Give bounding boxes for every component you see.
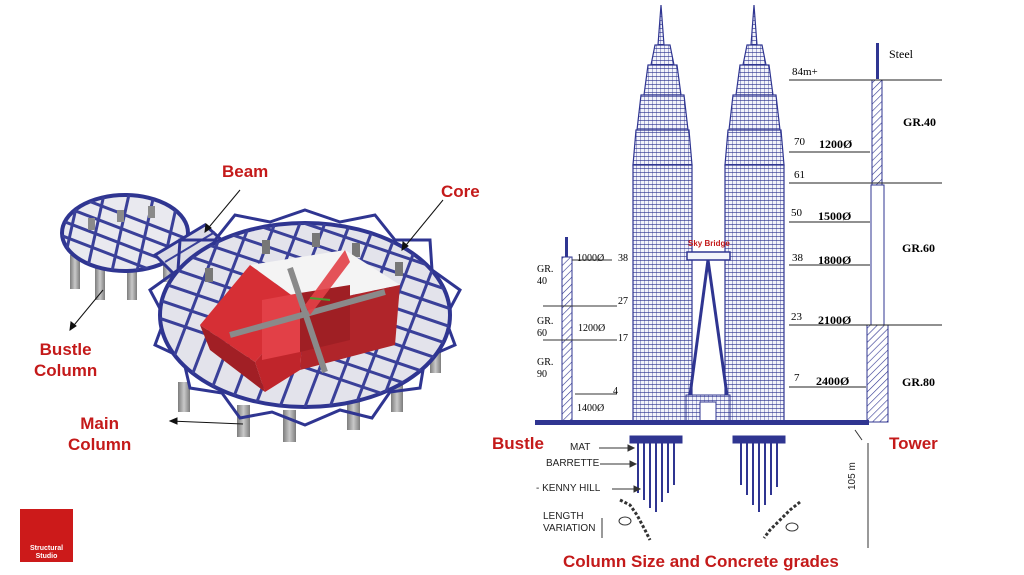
tower-level-38: 38 xyxy=(792,252,803,264)
kenny-hill-label: - KENNY HILL xyxy=(536,483,601,494)
core-label: Core xyxy=(441,182,480,201)
main-columns xyxy=(178,345,441,442)
bustle-level-4: 4 xyxy=(613,386,618,397)
bustle-grade-40-line1: GR. xyxy=(537,264,554,275)
ground-line xyxy=(535,420,869,425)
beam-label: Beam xyxy=(222,162,269,181)
main-column-label-line1: Main xyxy=(80,414,119,433)
tower-level-7: 7 xyxy=(794,372,800,384)
tower-left xyxy=(632,4,693,423)
bustle-grade-60-line1: GR. xyxy=(537,316,554,327)
leader-lines xyxy=(69,189,444,425)
bustle-grade-40: GR. 40 xyxy=(537,264,553,288)
bustle-level-17: 17 xyxy=(618,333,628,344)
top-level-label: 84m+ xyxy=(792,66,818,78)
logo-line2: Studio xyxy=(35,553,58,560)
length-label: LENGTH xyxy=(543,511,584,522)
tower-side-label: Tower xyxy=(889,434,938,453)
bustle-size-1400: 1400Ø xyxy=(577,403,605,414)
bustle-column-label-line1: Bustle xyxy=(39,340,92,359)
tower-size-70: 1200Ø xyxy=(819,137,853,151)
length-variation-label: LENGTH VARIATION xyxy=(543,511,595,535)
bustle-side-label: Bustle xyxy=(492,434,544,453)
logo-line1: Structural xyxy=(29,545,64,552)
bustle-grade-90-line2: 90 xyxy=(537,369,547,380)
tower-right xyxy=(724,4,785,423)
structural-studio-logo: Structural Studio xyxy=(20,509,73,562)
grade-80-label: GR.80 xyxy=(902,375,935,389)
foundation xyxy=(618,435,801,541)
bustle-column-elevation xyxy=(543,237,617,423)
tower-size-38: 1800Ø xyxy=(818,253,852,267)
tower-size-7: 2400Ø xyxy=(816,374,850,388)
tower-size-23: 2100Ø xyxy=(818,313,852,327)
bustle-column-label-line2: Column xyxy=(34,361,98,380)
grade-60-label: GR.60 xyxy=(902,241,935,255)
mat-label: MAT xyxy=(570,442,591,453)
bustle-level-27: 27 xyxy=(618,296,628,307)
bustle-grade-60-line2: 60 xyxy=(537,328,547,339)
variation-label: VARIATION xyxy=(543,523,596,534)
bustle-grade-60: GR. 60 xyxy=(537,316,553,340)
main-column-label: Main Column xyxy=(68,413,131,455)
tower-column-elevation xyxy=(789,43,942,423)
foundation-leaders xyxy=(599,429,869,548)
bustle-column-label: Bustle Column xyxy=(34,339,97,381)
tower-level-61: 61 xyxy=(794,169,805,181)
core-walls xyxy=(200,250,400,392)
main-column-label-line2: Column xyxy=(68,435,132,454)
tower-size-50: 1500Ø xyxy=(818,209,852,223)
steel-label: Steel xyxy=(889,47,913,61)
tower-level-50: 50 xyxy=(791,207,802,219)
depth-label: 105 m xyxy=(847,462,858,490)
bustle-level-38: 38 xyxy=(618,253,628,264)
bustle-grade-90-line1: GR. xyxy=(537,357,554,368)
sky-bridge-label: Sky Bridge xyxy=(688,239,730,248)
bustle-size-1000: 1000Ø xyxy=(577,253,605,264)
skybridge xyxy=(685,251,731,423)
grade-40-label: GR.40 xyxy=(903,115,936,129)
tower-level-23: 23 xyxy=(791,311,802,323)
bustle-grade-40-line2: 40 xyxy=(537,276,547,287)
bustle-grade-90: GR. 90 xyxy=(537,357,553,381)
bustle-size-1200: 1200Ø xyxy=(578,323,606,334)
tower-level-70: 70 xyxy=(794,136,805,148)
barrette-label: BARRETTE xyxy=(546,458,600,469)
caption: Column Size and Concrete grades xyxy=(563,552,839,571)
